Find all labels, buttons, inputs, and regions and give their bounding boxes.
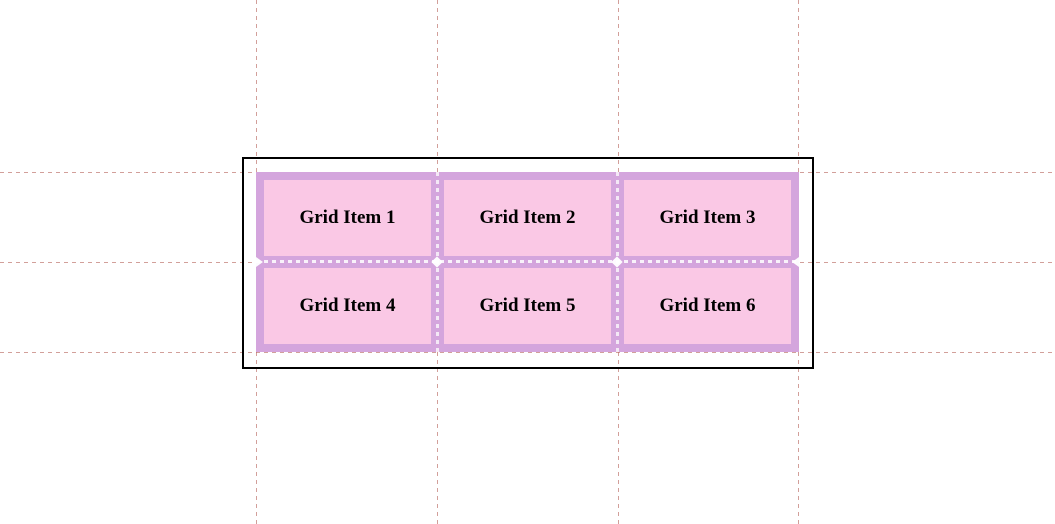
row-gap-line [256,260,799,263]
gap-intersection-marker [611,256,623,268]
row-line-end-marker [792,257,799,267]
grid-item: Grid Item 5 [444,268,611,344]
gap-intersection-marker [431,256,443,268]
grid-item: Grid Item 4 [264,268,431,344]
grid-item: Grid Item 2 [444,180,611,256]
grid-container-outline [242,157,814,369]
row-line-start-marker [256,257,263,267]
grid-item: Grid Item 3 [624,180,791,256]
grid-item: Grid Item 6 [624,268,791,344]
grid-item: Grid Item 1 [264,180,431,256]
